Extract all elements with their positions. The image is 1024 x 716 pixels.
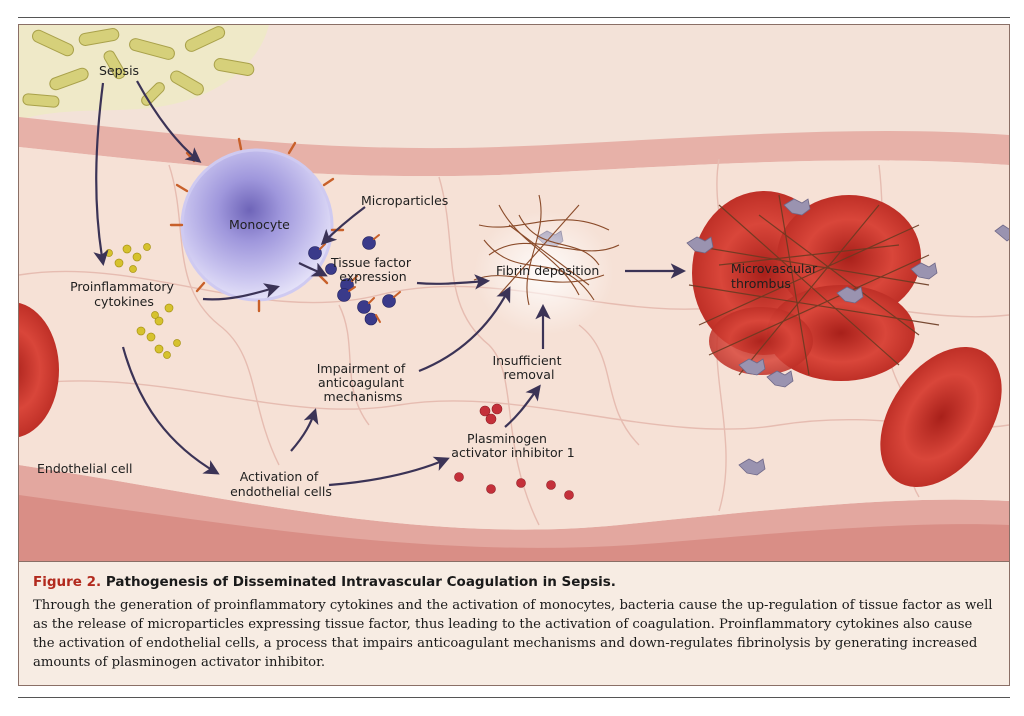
caption-body: Through the generation of proinflammator… [33, 598, 993, 670]
label-insufficient-removal: Insufficient removal [493, 353, 566, 382]
label-proinflammatory-cytokines: Proinflammatory cytokines [70, 279, 178, 309]
label-monocyte: Monocyte [229, 217, 290, 232]
red-blood-cell-left [19, 302, 59, 438]
arrow-tissue-factor-to-fibrin [416, 274, 491, 290]
caption-title-line: Figure 2. Pathogenesis of Disseminated I… [33, 574, 995, 590]
arrow-activation-to-impairment [290, 408, 319, 452]
arrow-sepsis-to-monocyte [136, 80, 202, 163]
monocyte-cell [169, 137, 345, 313]
cytokine-particles [105, 243, 181, 359]
platelet [994, 224, 1009, 242]
arrow-microparticles-label-to-particles [320, 206, 366, 246]
label-endothelial-cell: Endothelial cell [37, 461, 132, 476]
illustration-panel: Sepsis Monocyte Microparticles Tissue fa… [18, 24, 1010, 562]
red-blood-cell-right [880, 346, 1002, 488]
bacteria-cluster [22, 26, 255, 108]
bacteria-area [19, 25, 269, 120]
microparticles [308, 234, 401, 326]
label-microparticles: Microparticles [361, 193, 448, 208]
arrow-monocyte-to-tissue-factor [298, 262, 328, 277]
figure-number: Figure 2. [33, 574, 102, 590]
label-activation-endothelial: Activation of endothelial cells [230, 469, 332, 499]
label-sepsis: Sepsis [99, 63, 139, 78]
arrow-cytokines-to-endothelial-activation [121, 346, 220, 475]
figure-caption: Figure 2. Pathogenesis of Disseminated I… [18, 562, 1010, 686]
label-tissue-factor-expression: Tissue factor expression [330, 255, 415, 284]
arrow-cytokines-to-monocyte [202, 283, 280, 301]
caption-title: Pathogenesis of Disseminated Intravascul… [105, 574, 616, 590]
platelet [738, 458, 766, 476]
label-fibrin-deposition: Fibrin deposition [496, 263, 599, 278]
label-impairment-anticoagulant: Impairment of anticoagulant mechanisms [317, 361, 410, 404]
arrow-pai1-to-insufficient-removal [504, 384, 541, 428]
arrow-activation-to-pai1 [328, 456, 450, 487]
top-rule [18, 17, 1010, 18]
arrow-sepsis-to-cytokines [93, 82, 109, 267]
dic-pathogenesis-illustration: Sepsis Monocyte Microparticles Tissue fa… [19, 25, 1009, 561]
microvascular-thrombus [686, 191, 940, 388]
arrow-impairment-to-fibrin [418, 286, 511, 373]
pathway-arrows [93, 80, 687, 487]
label-microvascular-thrombus: Microvascular thrombus [731, 261, 821, 291]
bottom-rule [18, 697, 1010, 698]
pai1-particles [454, 403, 574, 500]
label-pai1: Plasminogen activator inhibitor 1 [451, 431, 574, 460]
